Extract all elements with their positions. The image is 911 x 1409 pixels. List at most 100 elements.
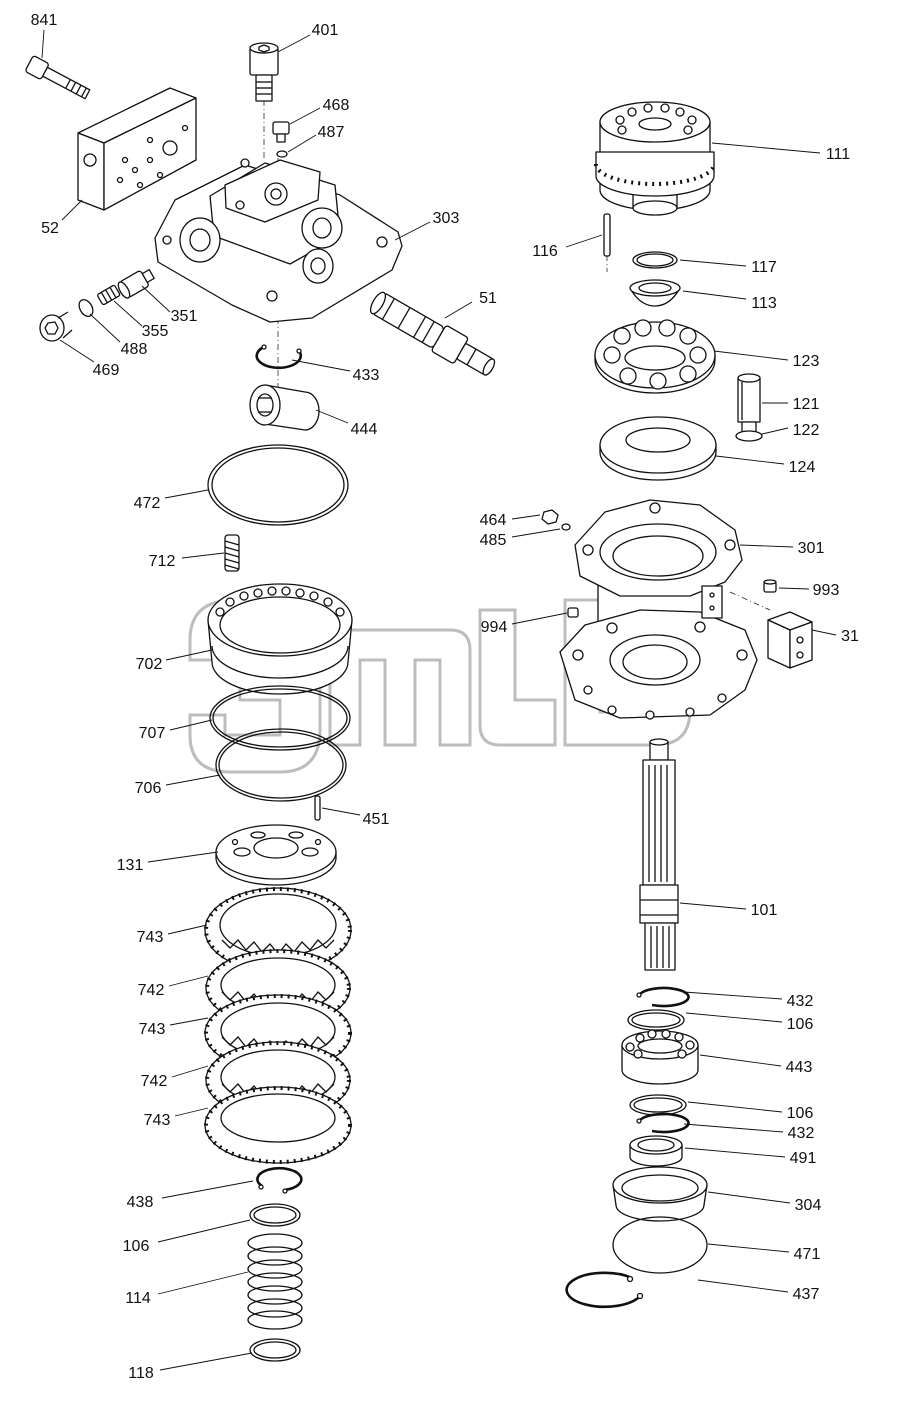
part-994-plug <box>567 607 579 618</box>
callout-301: 301 <box>798 540 825 557</box>
leader-742-2 <box>171 1065 209 1078</box>
part-464-plug <box>541 509 559 525</box>
callout-52: 52 <box>41 220 59 237</box>
callout-743-1: 743 <box>137 929 164 946</box>
leader-743-2 <box>169 1017 209 1026</box>
leader-113 <box>682 290 747 300</box>
part-437-snap-ring <box>565 1271 644 1309</box>
leader-131 <box>147 851 219 863</box>
leader-432-2 <box>683 1123 784 1133</box>
part-432-snap-ring-2 <box>636 1112 690 1134</box>
callout-464: 464 <box>480 512 507 529</box>
callout-303: 303 <box>433 210 460 227</box>
leader-51 <box>444 301 473 319</box>
part-106-spacer-3 <box>629 1094 687 1116</box>
part-485-o-ring <box>561 523 571 531</box>
callout-469: 469 <box>93 362 120 379</box>
callout-471: 471 <box>794 1246 821 1263</box>
part-122-shoe <box>735 421 763 442</box>
leader-355 <box>113 300 143 327</box>
callout-131: 131 <box>117 857 144 874</box>
leader-52 <box>61 199 83 221</box>
callout-438: 438 <box>127 1194 154 1211</box>
leader-491 <box>684 1147 786 1158</box>
part-487-o-ring <box>276 150 288 158</box>
leader-118 <box>159 1352 253 1371</box>
part-124-shoe-plate <box>599 416 717 481</box>
leader-437 <box>697 1279 789 1293</box>
part-438-snap-ring <box>256 1166 303 1194</box>
part-106-spacer-1 <box>249 1203 301 1227</box>
part-52-valve-block <box>77 87 197 211</box>
leader-101 <box>679 902 747 910</box>
callout-485: 485 <box>480 532 507 549</box>
callout-488: 488 <box>121 341 148 358</box>
leader-401 <box>277 34 311 53</box>
callout-994: 994 <box>481 619 508 636</box>
callout-742-2: 742 <box>141 1073 168 1090</box>
part-469-plug <box>39 311 73 342</box>
leader-106-1 <box>157 1219 251 1243</box>
part-304-cover <box>612 1166 708 1222</box>
part-355-filter <box>97 284 121 306</box>
part-117-ring <box>632 251 678 269</box>
leader-111 <box>711 142 821 154</box>
part-451-pin <box>314 795 321 821</box>
callout-101: 101 <box>751 902 778 919</box>
callout-116: 116 <box>532 243 558 260</box>
leader-443 <box>699 1054 782 1067</box>
leader-712 <box>181 552 225 559</box>
part-31-valve-block <box>767 611 813 669</box>
callout-841: 841 <box>31 12 58 29</box>
part-472-o-ring <box>207 444 349 526</box>
part-443-bearing <box>621 1029 699 1085</box>
part-351-plunger <box>117 269 155 299</box>
part-712-spring <box>224 534 240 572</box>
callout-444: 444 <box>351 421 378 438</box>
part-444-bearing <box>249 384 320 431</box>
leader-469 <box>59 339 95 363</box>
callout-706: 706 <box>135 780 162 797</box>
leader-114 <box>157 1271 249 1295</box>
part-303-valve-casing <box>154 158 403 323</box>
part-743-friction-plate-3 <box>204 1086 352 1164</box>
leader-702 <box>165 649 213 661</box>
callout-106-1: 106 <box>123 1238 150 1255</box>
leader-444 <box>315 409 349 424</box>
part-488-o-ring <box>78 298 94 318</box>
leader-707 <box>169 719 213 731</box>
leader-351 <box>141 285 171 313</box>
callout-121: 121 <box>793 396 820 413</box>
leader-438 <box>161 1180 254 1199</box>
leader-116 <box>565 234 603 248</box>
callout-106-2: 106 <box>787 1016 814 1033</box>
callout-433: 433 <box>353 367 380 384</box>
part-106-spacer-2 <box>627 1009 685 1031</box>
callout-111: 111 <box>826 146 850 163</box>
leader-742-1 <box>168 975 209 987</box>
callout-31: 31 <box>841 628 859 645</box>
callout-51: 51 <box>479 290 497 307</box>
leader-124 <box>715 455 785 465</box>
callout-487: 487 <box>318 124 345 141</box>
leader-472 <box>164 489 209 499</box>
callout-472: 472 <box>134 495 161 512</box>
part-121-piston <box>737 373 761 423</box>
part-491-oil-seal <box>629 1135 683 1167</box>
callout-742-1: 742 <box>138 982 165 999</box>
part-111-cylinder-block <box>594 101 716 216</box>
leader-303 <box>394 221 431 241</box>
callout-labels: 841 401 468 487 52 303 51 351 355 488 46… <box>31 12 859 1382</box>
callout-432-2: 432 <box>788 1125 815 1142</box>
part-841-bolt <box>25 55 91 100</box>
callout-491: 491 <box>790 1150 817 1167</box>
leader-301 <box>739 544 794 548</box>
callout-304: 304 <box>795 1197 822 1214</box>
part-118-ring <box>249 1338 301 1362</box>
part-706-o-ring <box>215 728 347 802</box>
callout-124: 124 <box>789 459 816 476</box>
callout-437: 437 <box>793 1286 820 1303</box>
leader-106-2 <box>685 1012 783 1023</box>
part-707-o-ring <box>209 685 351 751</box>
